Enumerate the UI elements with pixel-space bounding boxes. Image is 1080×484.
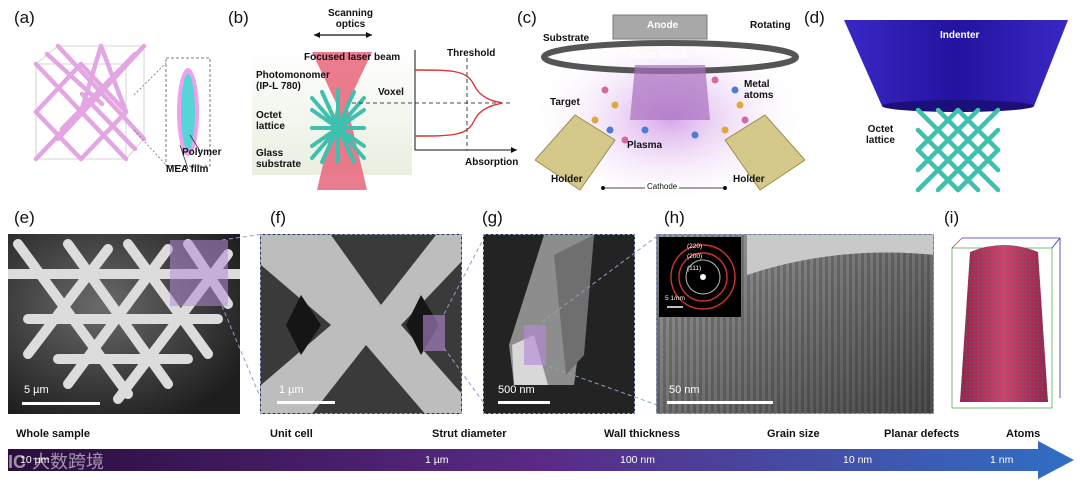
- holder-right-label: Holder: [733, 174, 765, 185]
- scale-name-grain-size: Grain size: [767, 428, 820, 440]
- inset-scale-label: 5 1/nm: [665, 295, 685, 302]
- scale-value-10nm: 10 nm: [843, 454, 873, 466]
- cathode-label: Cathode: [645, 182, 680, 191]
- threshold-label: Threshold: [447, 48, 496, 59]
- nanoindentation-illustration: [844, 20, 1068, 193]
- polymer-label: Polymer: [182, 147, 222, 158]
- panel-a-letter: (a): [14, 8, 35, 27]
- zoom-lines-f-g: [443, 233, 487, 407]
- ring-label-200: (200): [687, 253, 703, 260]
- scale-value-1um: 1 µm: [425, 454, 449, 466]
- scale-label-e: 5 µm: [24, 384, 49, 396]
- scale-label-g: 500 nm: [498, 384, 535, 396]
- sem-image-whole-sample: 5 µm: [8, 234, 240, 414]
- target-label: Target: [550, 97, 580, 108]
- panel-b-letter: (b): [228, 8, 249, 27]
- zoom-lines-e-f: [221, 233, 265, 407]
- diffraction-inset: (220) (200) (111) 5 1/nm: [659, 237, 741, 317]
- glass-substrate-label: Glass substrate: [256, 148, 302, 170]
- scanning-optics-label: Scanning optics: [328, 8, 374, 30]
- substrate-label: Substrate: [543, 33, 590, 44]
- panel-h-letter: (h): [664, 208, 685, 227]
- scale-name-atoms: Atoms: [1006, 428, 1041, 440]
- ring-label-220: (220): [687, 243, 703, 250]
- panel-c-letter: (c): [517, 8, 537, 27]
- focused-laser-label: Focused laser beam: [304, 52, 401, 63]
- watermark-logo-icon: IC: [8, 452, 26, 472]
- octet-lattice-b-label: Octet lattice: [256, 110, 285, 132]
- magnetron-sputtering-illustration: [535, 14, 805, 195]
- scale-label-h: 50 nm: [669, 384, 700, 396]
- panel-d-letter: (d): [804, 8, 825, 27]
- mea-film-label: MEA film: [166, 164, 209, 175]
- absorption-label: Absorption: [465, 157, 519, 168]
- ring-label-111: (111): [687, 265, 702, 272]
- holder-left-label: Holder: [551, 174, 583, 185]
- atom-probe-reconstruction: [951, 237, 1061, 409]
- scale-name-whole-sample: Whole sample: [16, 428, 90, 440]
- scale-name-planar-defects: Planar defects: [884, 428, 960, 440]
- scale-bar-g: [498, 401, 550, 404]
- sem-image-unit-cell: 1 µm: [260, 234, 462, 414]
- voxel-label: Voxel: [378, 87, 404, 98]
- scale-name-unit-cell: Unit cell: [270, 428, 313, 440]
- scale-value-10um: 10 µm: [20, 454, 50, 466]
- rotating-label: Rotating: [750, 20, 791, 31]
- panel-f-letter: (f): [270, 208, 287, 227]
- scale-label-f: 1 µm: [279, 384, 304, 396]
- strut-cross-section-zoom: [133, 57, 211, 170]
- octet-lattice-cube-illustration: [33, 43, 147, 162]
- panel-i-letter: (i): [944, 208, 960, 227]
- watermark: IC 大数跨境: [8, 448, 104, 474]
- photomonomer-label: Photomonomer (IP-L 780): [256, 70, 330, 92]
- anode-label: Anode: [647, 20, 679, 31]
- panel-g-letter: (g): [482, 208, 503, 227]
- indenter-label: Indenter: [940, 30, 980, 41]
- octet-lattice-c-label: Octet lattice: [630, 50, 688, 61]
- metal-atoms-label: Metal atoms: [744, 79, 774, 101]
- zoom-lines-g-h: [541, 233, 661, 407]
- sem-image-strut: 500 nm: [483, 234, 635, 414]
- two-photon-lithography-illustration: [252, 32, 517, 190]
- scale-value-100nm: 100 nm: [620, 454, 656, 466]
- scale-bar-e: [22, 402, 100, 405]
- scale-name-strut-diameter: Strut diameter: [432, 428, 507, 440]
- scale-bar-h: [667, 401, 773, 404]
- panel-e-letter: (e): [14, 208, 35, 227]
- plasma-label: Plasma: [627, 140, 663, 151]
- watermark-text: 大数跨境: [32, 452, 104, 472]
- tem-image-grains: (220) (200) (111) 5 1/nm 50 nm: [656, 234, 934, 414]
- length-scale-arrow: [8, 441, 1074, 479]
- scale-name-wall-thickness: Wall thickness: [604, 428, 681, 440]
- scale-bar-f: [277, 401, 335, 404]
- scale-value-1nm: 1 nm: [990, 454, 1014, 466]
- octet-lattice-d-label: Octet lattice: [866, 124, 895, 146]
